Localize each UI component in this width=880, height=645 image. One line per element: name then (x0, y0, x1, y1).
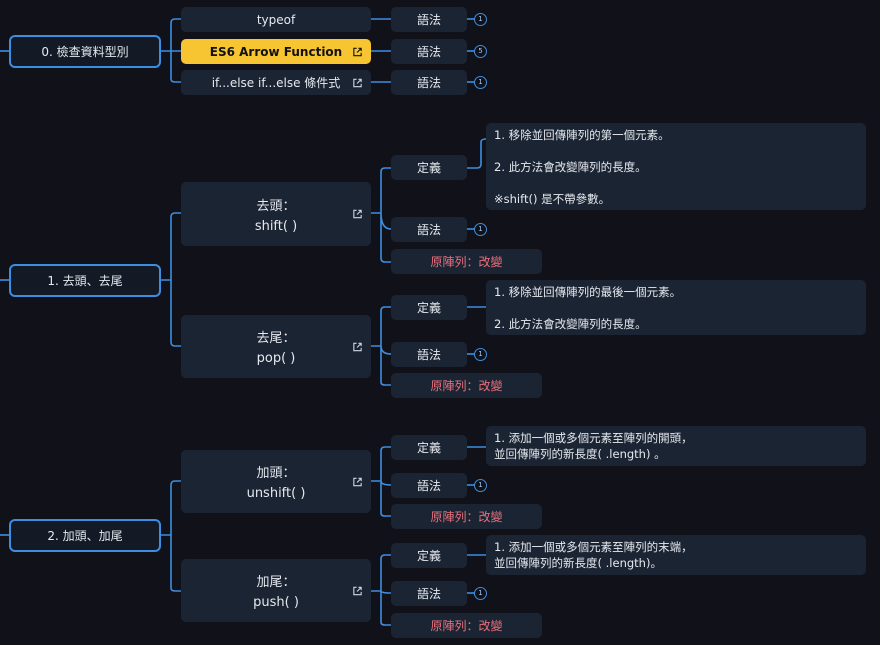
effect-node[interactable]: 原陣列：改變 (391, 504, 542, 529)
external-link-icon[interactable] (352, 77, 363, 88)
external-link-icon[interactable] (352, 341, 363, 352)
pop-description: 1. 移除並回傳陣列的最後一個元素。 2. 此方法會改變陣列的長度。 (486, 280, 866, 335)
effect-label: 原陣列：改變 (430, 255, 503, 269)
count-badge[interactable]: 1 (474, 13, 487, 26)
external-link-icon[interactable] (352, 46, 363, 57)
desc-line: 1. 移除並回傳陣列的第一個元素。 (494, 128, 670, 142)
syntax-node[interactable]: 語法 (391, 217, 467, 242)
arrow-function-label: ES6 Arrow Function (209, 44, 343, 59)
syntax-node[interactable]: 語法 (391, 7, 467, 32)
definition-label: 定義 (416, 161, 441, 175)
method-title: 加頭： (256, 466, 296, 482)
typeof-node[interactable]: typeof (181, 7, 371, 32)
desc-line (494, 143, 498, 159)
external-link-icon[interactable] (352, 585, 363, 596)
push-description: 1. 添加一個或多個元素至陣列的末端， 並回傳陣列的新長度( .length)。 (486, 535, 866, 575)
effect-label: 原陣列：改變 (430, 619, 503, 633)
method-title: 去頭： (256, 198, 296, 214)
external-link-icon[interactable] (352, 476, 363, 487)
unshift-description: 1. 添加一個或多個元素至陣列的開頭， 並回傳陣列的新長度( .length) … (486, 426, 866, 466)
branch2-root-label: 2. 加頭、加尾 (47, 529, 123, 543)
push-node[interactable]: 加尾： push( ) (181, 559, 371, 622)
count-badge[interactable]: 1 (474, 587, 487, 600)
branch0-root-label: 0. 檢查資料型別 (41, 45, 129, 59)
method-title: 去尾： (256, 331, 296, 347)
syntax-label: 語法 (416, 76, 441, 90)
method-title: 加尾： (256, 575, 296, 591)
desc-line (494, 300, 498, 316)
typeof-label: typeof (256, 12, 296, 27)
effect-node[interactable]: 原陣列：改變 (391, 373, 542, 398)
shift-description: 1. 移除並回傳陣列的第一個元素。 2. 此方法會改變陣列的長度。 ※shift… (486, 123, 866, 210)
definition-label: 定義 (416, 301, 441, 315)
definition-node[interactable]: 定義 (391, 435, 467, 460)
desc-line: 2. 此方法會改變陣列的長度。 (494, 160, 647, 174)
branch2-root[interactable]: 2. 加頭、加尾 (9, 519, 161, 552)
effect-node[interactable]: 原陣列：改變 (391, 249, 542, 274)
syntax-label: 語法 (416, 13, 441, 27)
shift-node[interactable]: 去頭： shift( ) (181, 182, 371, 246)
syntax-label: 語法 (416, 479, 441, 493)
desc-line: 2. 此方法會改變陣列的長度。 (494, 317, 647, 331)
if-else-label: if...else if...else 條件式 (211, 76, 341, 90)
desc-line (494, 175, 498, 191)
count-badge[interactable]: 1 (474, 76, 487, 89)
count-badge[interactable]: 1 (474, 223, 487, 236)
definition-node[interactable]: 定義 (391, 155, 467, 180)
desc-line: ※shift() 是不帶參數。 (494, 192, 611, 206)
branch0-root[interactable]: 0. 檢查資料型別 (9, 35, 161, 68)
unshift-node[interactable]: 加頭： unshift( ) (181, 450, 371, 513)
syntax-label: 語法 (416, 348, 441, 362)
method-name: shift( ) (254, 218, 298, 234)
desc-line: 並回傳陣列的新長度( .length) 。 (494, 447, 666, 461)
effect-node[interactable]: 原陣列：改變 (391, 613, 542, 638)
pop-node[interactable]: 去尾： pop( ) (181, 315, 371, 378)
effect-label: 原陣列：改變 (430, 379, 503, 393)
count-badge[interactable]: 5 (474, 45, 487, 58)
definition-label: 定義 (416, 441, 441, 455)
method-name: push( ) (253, 594, 299, 610)
syntax-label: 語法 (416, 223, 441, 237)
arrow-function-node[interactable]: ES6 Arrow Function (181, 39, 371, 64)
definition-label: 定義 (416, 549, 441, 563)
syntax-node[interactable]: 語法 (391, 473, 467, 498)
count-badge[interactable]: 1 (474, 479, 487, 492)
syntax-label: 語法 (416, 45, 441, 59)
method-name: pop( ) (256, 350, 296, 366)
syntax-node[interactable]: 語法 (391, 342, 467, 367)
count-badge[interactable]: 1 (474, 348, 487, 361)
desc-line: 並回傳陣列的新長度( .length)。 (494, 556, 662, 570)
effect-label: 原陣列：改變 (430, 510, 503, 524)
desc-line: 1. 移除並回傳陣列的最後一個元素。 (494, 285, 682, 299)
syntax-node[interactable]: 語法 (391, 70, 467, 95)
syntax-node[interactable]: 語法 (391, 581, 467, 606)
external-link-icon[interactable] (352, 209, 363, 220)
if-else-node[interactable]: if...else if...else 條件式 (181, 70, 371, 95)
syntax-label: 語法 (416, 587, 441, 601)
branch1-root[interactable]: 1. 去頭、去尾 (9, 264, 161, 297)
definition-node[interactable]: 定義 (391, 295, 467, 320)
syntax-node[interactable]: 語法 (391, 39, 467, 64)
method-name: unshift( ) (246, 485, 306, 501)
definition-node[interactable]: 定義 (391, 543, 467, 568)
desc-line: 1. 添加一個或多個元素至陣列的開頭， (494, 431, 693, 445)
branch1-root-label: 1. 去頭、去尾 (47, 274, 123, 288)
desc-line: 1. 添加一個或多個元素至陣列的末端， (494, 540, 693, 554)
